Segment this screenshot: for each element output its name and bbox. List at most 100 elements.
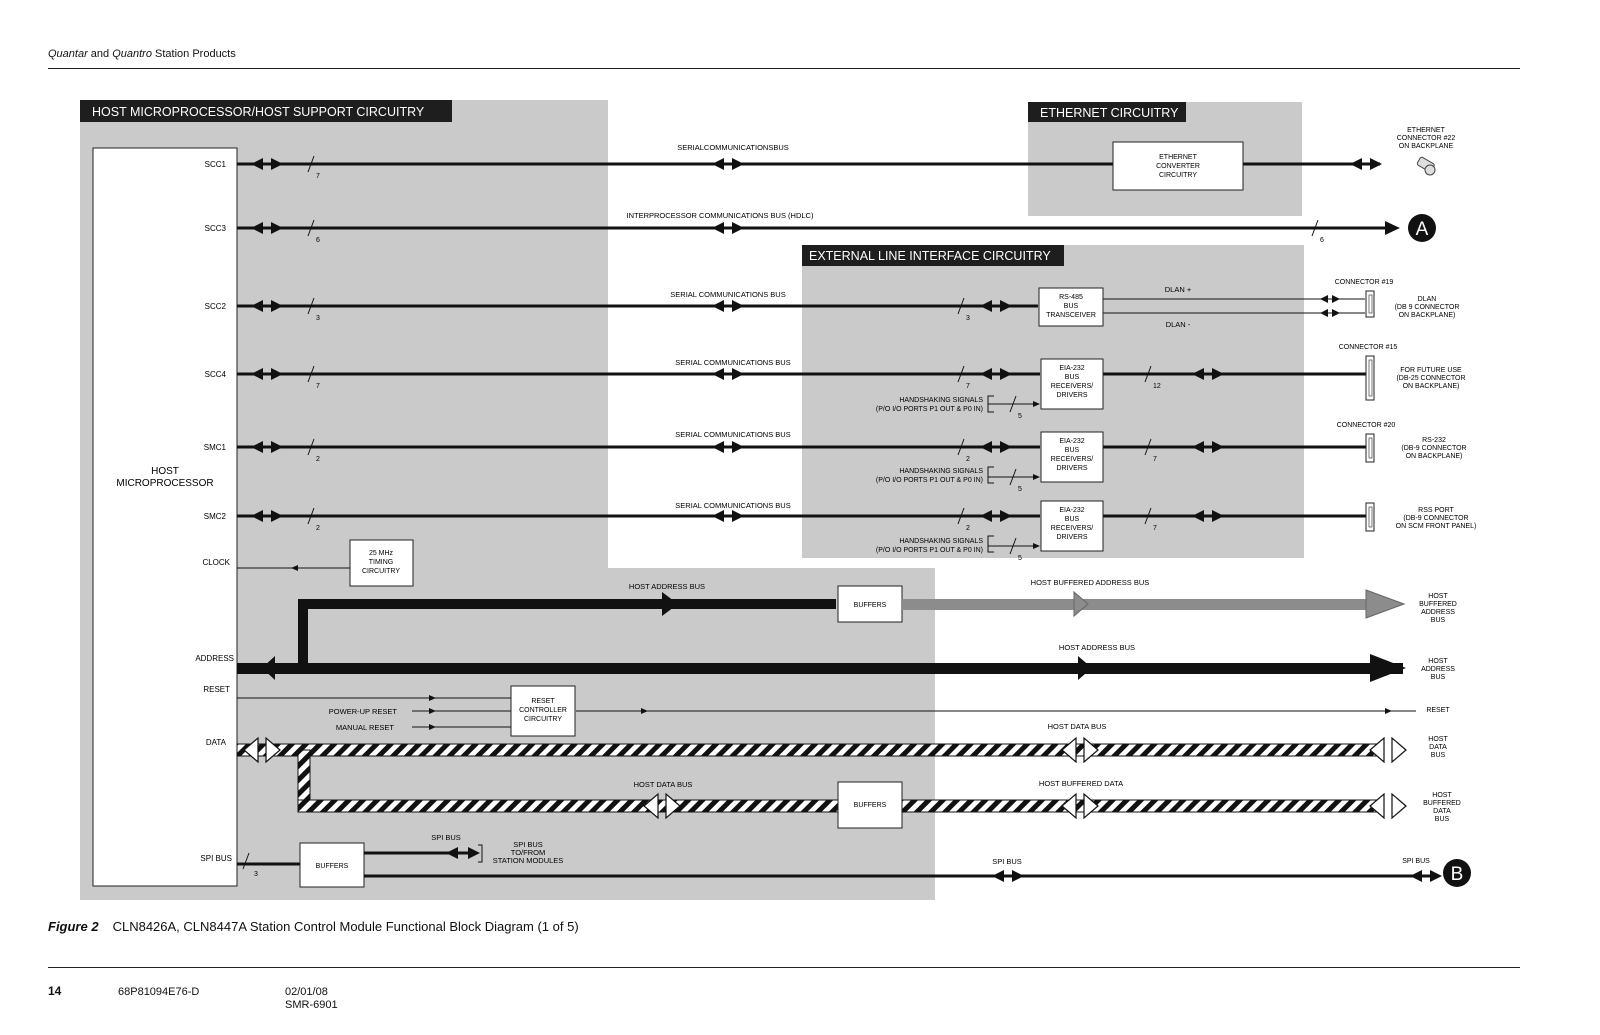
host-address-bus	[237, 663, 1403, 674]
reset-arrowheads	[429, 695, 1392, 730]
connector-19-icon	[1365, 290, 1375, 318]
w-smc2-out: 7	[1153, 525, 1157, 532]
ethernet-section-label-bg	[1028, 102, 1186, 122]
data-buffers-block	[837, 781, 903, 829]
brand-quantar: Quantar	[48, 48, 88, 60]
w-scc4-ext: 7	[966, 383, 970, 390]
svg-text:CONNECTOR #15: CONNECTOR #15	[1339, 344, 1398, 351]
host-panel	[80, 100, 935, 900]
svg-text:BUFFERED: BUFFERED	[1419, 601, 1457, 608]
svg-text:BUS: BUS	[1431, 674, 1446, 681]
pin-spi: SPI BUS	[200, 854, 232, 863]
smr-number: SMR-6901	[285, 999, 338, 1011]
header-and: and	[87, 48, 113, 60]
bus-label-scc1: SERIALCOMMUNICATIONSBUS	[677, 143, 789, 152]
svg-text:ON SCM FRONT PANEL): ON SCM FRONT PANEL)	[1396, 523, 1477, 530]
rs485-text: RS-485 BUS TRANSCEIVER	[1046, 294, 1096, 319]
svg-text:RESET: RESET	[531, 698, 555, 705]
footer-rule	[48, 967, 1520, 968]
svg-text:ADDRESS: ADDRESS	[1421, 609, 1455, 616]
bus-label-scc3: INTERPROCESSOR COMMUNICATIONS BUS (HDLC)	[627, 211, 814, 220]
timing-text: 25 MHz TIMING CIRCUITRY	[362, 550, 400, 575]
connector-a-circle	[1408, 214, 1436, 242]
pin-reset: RESET	[203, 685, 230, 694]
w-spi: 3	[254, 871, 258, 878]
width-labels: 7 6 6 3 3 7 7 12 2 2 7 2 2 7 5 5 5 3	[254, 173, 1324, 878]
dlan-plus-label: DLAN +	[1165, 285, 1192, 294]
svg-text:HANDSHAKING SIGNALS: HANDSHAKING SIGNALS	[899, 397, 983, 404]
svg-text:HANDSHAKING SIGNALS: HANDSHAKING SIGNALS	[899, 468, 983, 475]
serial-arrowheads	[251, 158, 1400, 522]
bus-labels: SERIALCOMMUNICATIONSBUS INTERPROCESSOR C…	[627, 143, 1192, 510]
w-scc3-left: 6	[316, 237, 320, 244]
svg-text:(DB-9 CONNECTOR: (DB-9 CONNECTOR	[1401, 445, 1466, 452]
svg-text:RECEIVERS/: RECEIVERS/	[1051, 456, 1093, 463]
host-buffered-data-bus	[901, 799, 1384, 813]
svg-text:HANDSHAKING SIGNALS: HANDSHAKING SIGNALS	[899, 538, 983, 545]
hbab-arrowhead	[1365, 589, 1406, 619]
svg-text:ADDRESS: ADDRESS	[1421, 666, 1455, 673]
svg-text:CIRCUITRY: CIRCUITRY	[1159, 172, 1197, 179]
svg-text:(P/O I/O PORTS P1 OUT & P0 IN): (P/O I/O PORTS P1 OUT & P0 IN)	[876, 477, 983, 484]
svg-text:(DB 9 CONNECTOR: (DB 9 CONNECTOR	[1395, 304, 1460, 311]
svg-text:(DB-25 CONNECTOR: (DB-25 CONNECTOR	[1396, 375, 1465, 382]
svg-text:DATA: DATA	[1429, 744, 1447, 751]
spi-local-label: SPI BUS	[431, 833, 461, 842]
spi-bus-label: SPI BUS	[992, 857, 1022, 866]
host-data-label-lower: HOST DATA BUS	[634, 780, 693, 789]
host-buffered-address-bus	[902, 599, 1366, 610]
svg-text:HOST: HOST	[1428, 658, 1448, 665]
eia232-block-1: EIA-232 BUS RECEIVERS/ DRIVERS	[1040, 358, 1104, 410]
svg-text:RSS PORT: RSS PORT	[1418, 507, 1454, 514]
bus-label-smc2: SERIAL COMMUNICATIONS BUS	[675, 501, 790, 510]
connector-b-circle	[1443, 859, 1471, 887]
svg-text:BUS: BUS	[1431, 752, 1446, 759]
host-address-bus-upper	[298, 599, 836, 668]
svg-text:BUS: BUS	[1431, 617, 1446, 624]
svg-text:CONTROLLER: CONTROLLER	[519, 707, 567, 714]
host-title-2: MICROPROCESSOR	[116, 478, 213, 489]
connector-20-icon	[1365, 433, 1375, 463]
reset-controller-text: RESET CONTROLLER CIRCUITRY	[519, 698, 567, 723]
svg-text:FOR FUTURE USE: FOR FUTURE USE	[1400, 367, 1462, 374]
w-smc2: 2	[316, 525, 320, 532]
connector-rss-icon	[1365, 502, 1375, 532]
pin-labels: SCC1 SCC3 SCC2 SCC4 SMC1 SMC2 CLOCK ADDR…	[195, 160, 234, 863]
svg-text:EIA-232: EIA-232	[1059, 507, 1084, 514]
w-smc1-out: 7	[1153, 456, 1157, 463]
svg-text:DRIVERS: DRIVERS	[1056, 534, 1087, 541]
w-smc1: 2	[316, 456, 320, 463]
svg-text:ON BACKPLANE): ON BACKPLANE)	[1403, 383, 1460, 390]
svg-text:RESET: RESET	[1426, 707, 1450, 714]
host-buffered-address-label: HOST BUFFERED ADDRESS BUS	[1031, 578, 1150, 587]
data-arrowheads	[243, 736, 1407, 820]
svg-text:EIA-232: EIA-232	[1059, 438, 1084, 445]
width-slashes	[242, 155, 1319, 870]
bus-label-scc4: SERIAL COMMUNICATIONS BUS	[675, 358, 790, 367]
svg-text:DRIVERS: DRIVERS	[1056, 465, 1087, 472]
svg-text:SPI BUS: SPI BUS	[1402, 858, 1430, 865]
svg-text:BUS: BUS	[1065, 516, 1080, 523]
svg-text:RECEIVERS/: RECEIVERS/	[1051, 383, 1093, 390]
svg-text:TIMING: TIMING	[369, 559, 394, 566]
connector-a-label: A	[1416, 219, 1429, 240]
address-buses: BUFFERS	[237, 585, 1406, 682]
manual-reset-label: MANUAL RESET	[336, 723, 394, 732]
dlan-minus-label: DLAN -	[1166, 320, 1191, 329]
svg-text:ETHERNET: ETHERNET	[1407, 127, 1445, 134]
w-smc1-ext: 2	[966, 456, 970, 463]
svg-text:STATION MODULES: STATION MODULES	[493, 856, 564, 865]
reset-lines	[237, 697, 1416, 728]
figure-text: CLN8426A, CLN8447A Station Control Modul…	[112, 919, 579, 934]
svg-text:25 MHz: 25 MHz	[369, 550, 394, 557]
svg-text:ON BACKPLANE: ON BACKPLANE	[1399, 143, 1454, 150]
svg-text:HOST: HOST	[1428, 736, 1448, 743]
ethernet-section-label: ETHERNET CIRCUITRY	[1040, 106, 1179, 120]
reset-input-labels: POWER-UP RESET MANUAL RESET	[329, 707, 398, 732]
w-hs2: 5	[1018, 486, 1022, 493]
clock-arrowhead	[291, 565, 298, 571]
svg-text:BUS: BUS	[1065, 374, 1080, 381]
output-labels: ETHERNET CONNECTOR #22 ON BACKPLANE CONN…	[1335, 127, 1477, 865]
svg-text:SPI BUS: SPI BUS	[513, 840, 543, 849]
